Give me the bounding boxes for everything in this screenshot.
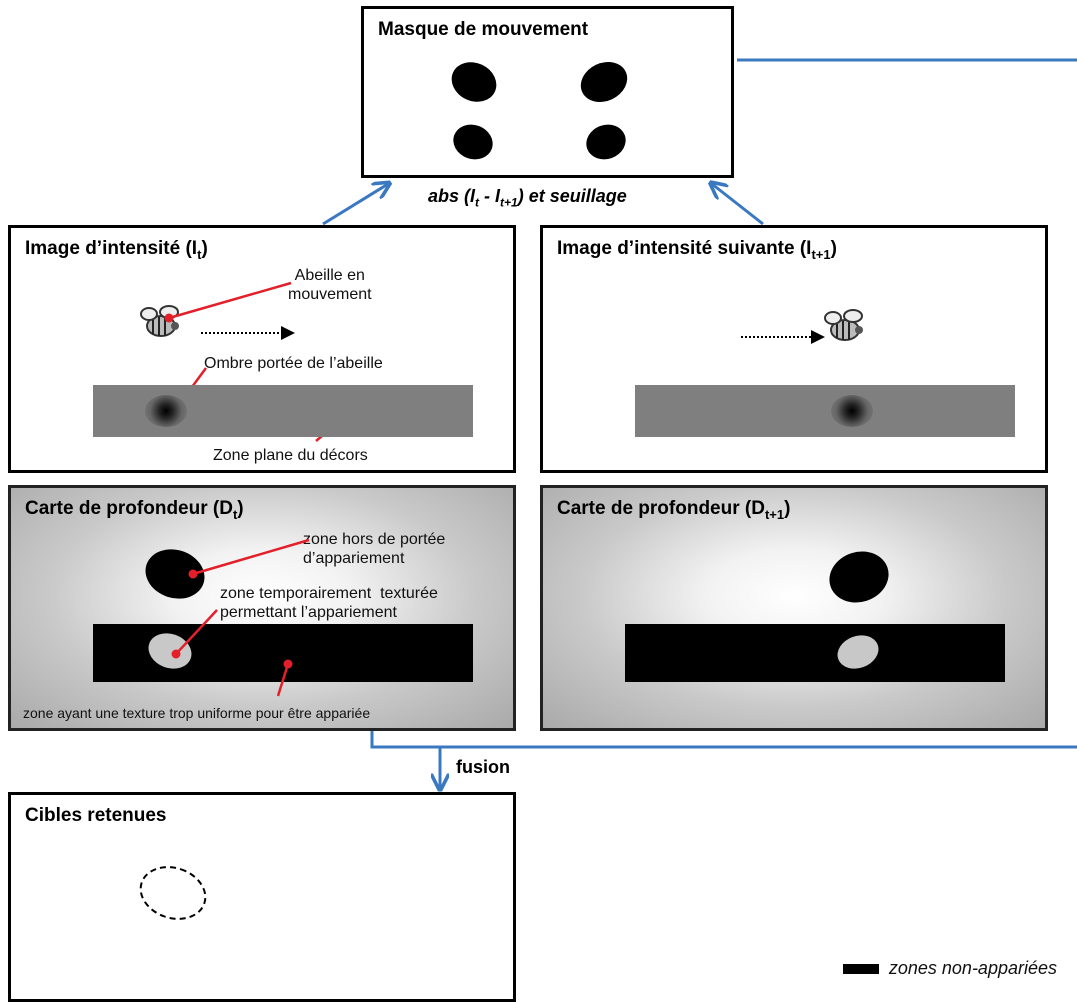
moving-bee-label: Abeille en mouvement	[288, 267, 372, 303]
uniform-zone-strip	[93, 624, 473, 682]
dotted-arrow-icon	[741, 330, 825, 344]
depth-t-title: Carte de profondeur (Dt)	[25, 498, 244, 522]
marker-dot-icon	[171, 538, 310, 697]
arrow-intensity-t1-to-mask	[712, 184, 764, 226]
out-of-range-label: zone hors de portée d’appariement	[303, 531, 446, 567]
motion-mask-panel: Masque de mouvement	[361, 6, 734, 178]
bee-icon	[824, 309, 863, 341]
retained-target-outline	[132, 857, 214, 929]
uniform-texture-label: zone ayant une texture trop uniforme pou…	[23, 705, 371, 721]
depth-map-t1-panel: Carte de profondeur (Dt+1)	[540, 485, 1048, 731]
intensity-strip	[93, 385, 473, 437]
intensity-strip	[635, 385, 1015, 437]
mask-blob	[448, 119, 498, 165]
intensity-image-t-panel: Image d’intensité (It) Abeille en mouvem…	[8, 225, 516, 473]
bee-shadow	[145, 395, 187, 427]
intensity-image-t1-panel: Image d’intensité suivante (It+1)	[540, 225, 1048, 473]
mask-blob	[581, 119, 631, 165]
mask-blob	[445, 55, 503, 109]
uniform-zone-strip	[625, 624, 1005, 682]
intensity-t-title: Image d’intensité (It)	[25, 238, 208, 262]
out-of-range-blob	[822, 543, 896, 611]
bee-shadow	[831, 395, 873, 427]
bee-shadow-label: Ombre portée de l’abeille	[204, 355, 383, 372]
legend: zones non-appariées	[842, 958, 1057, 979]
depth-t1-title: Carte de profondeur (Dt+1)	[557, 498, 791, 522]
fusion-label: fusion	[456, 757, 510, 777]
mask-blob	[574, 54, 634, 110]
intensity-t1-title: Image d’intensité suivante (It+1)	[557, 238, 837, 262]
abs-threshold-caption: abs (It - It+1) et seuillage	[428, 186, 627, 210]
retained-targets-title: Cibles retenues	[25, 805, 167, 826]
textured-blob	[832, 629, 884, 675]
dotted-arrow-icon	[164, 281, 354, 442]
legend-swatch	[842, 963, 879, 974]
flat-zone-label: Zone plane du décors	[213, 447, 368, 464]
legend-label: zones non-appariées	[888, 958, 1057, 978]
motion-mask-title: Masque de mouvement	[378, 19, 589, 40]
fusion-line	[370, 731, 1077, 749]
temp-textured-label: zone temporairement texturée permettant …	[220, 585, 438, 621]
retained-targets-panel: Cibles retenues	[8, 792, 516, 1002]
depth-map-t-panel: Carte de profondeur (Dt) zone hors de po…	[8, 485, 516, 731]
arrow-intensity-t-to-mask	[322, 184, 388, 226]
